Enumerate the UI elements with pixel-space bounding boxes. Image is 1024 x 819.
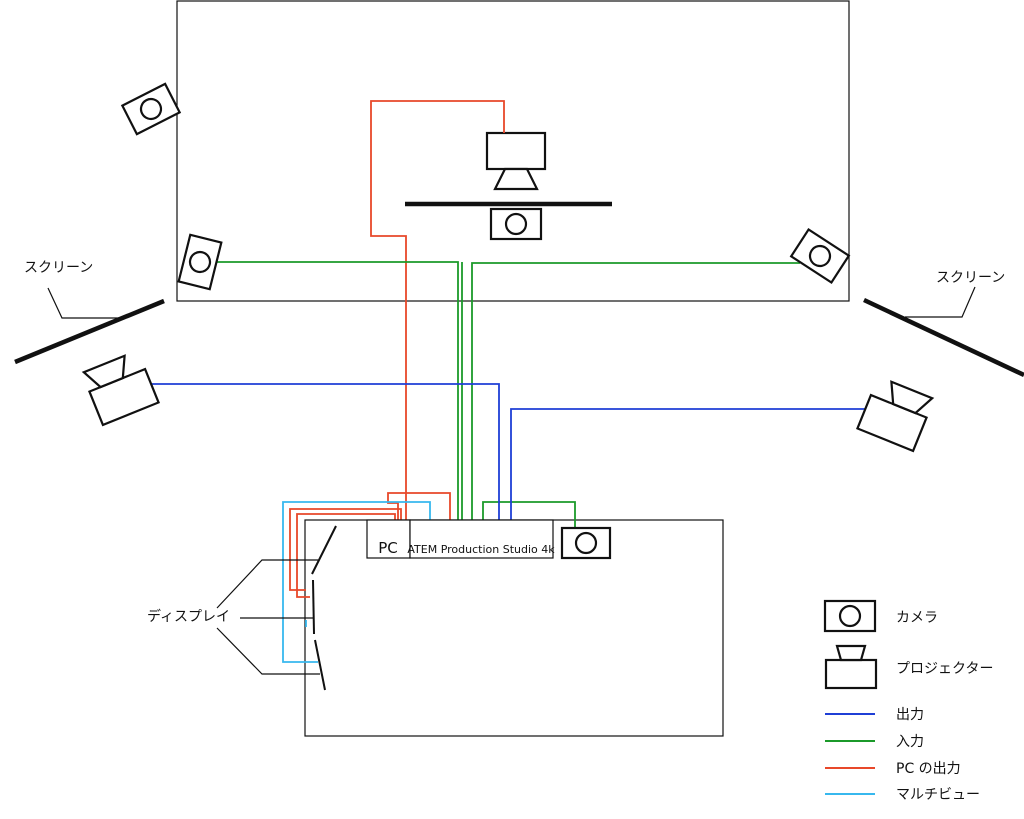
pc-to-switcher-cable	[387, 492, 451, 520]
screen-left-leader	[47, 287, 120, 319]
legend-pc-output-label: PC の出力	[896, 761, 961, 777]
camera-left-input-cable	[215, 261, 459, 520]
switcher-label: ATEM Production Studio 4k	[407, 543, 555, 556]
legend-camera-label: カメラ	[896, 610, 938, 626]
screen-left	[14, 298, 165, 365]
pc-to-stage-monitor-cable	[370, 100, 505, 520]
projector-left-output-cable	[150, 383, 500, 520]
pc-output-cables	[289, 100, 505, 598]
screen-left-label: スクリーン	[24, 260, 93, 276]
camera-icon	[489, 207, 543, 241]
pc-label: PC	[378, 539, 398, 557]
legend-camera-icon	[823, 599, 877, 633]
projector-icon	[81, 354, 160, 427]
legend-input-label: 入力	[896, 734, 924, 750]
display-2	[312, 579, 315, 635]
stage-monitor-icon	[485, 131, 547, 191]
camera-icon	[560, 526, 612, 560]
legend: カメラ プロジェクター 出力 入力 PC の出力 マルチビュー	[823, 599, 993, 803]
legend-projector-label: プロジェクター	[896, 661, 993, 677]
screen-right-label: スクリーン	[936, 270, 1005, 286]
camera-icon	[177, 233, 223, 291]
legend-multiview-label: マルチビュー	[896, 787, 980, 803]
camera-icon	[120, 82, 182, 136]
camera-local-input-cable	[482, 501, 576, 528]
display-leaders	[216, 559, 320, 675]
input-cables	[215, 261, 800, 528]
output-cables	[150, 383, 866, 520]
switcher-box	[409, 519, 554, 559]
display-label: ディスプレイ	[147, 608, 230, 625]
screen-right-leader	[905, 286, 976, 318]
legend-output-label: 出力	[896, 707, 924, 723]
screen-right	[863, 297, 1024, 378]
pc-box	[366, 519, 411, 559]
camera-icon	[789, 227, 851, 285]
projector-right-output-cable	[510, 408, 866, 520]
upper-room	[176, 0, 850, 302]
projector-icon	[856, 380, 935, 453]
legend-projector-icon	[824, 644, 878, 690]
display-3	[314, 639, 326, 691]
multiview-display-3-cable	[282, 501, 431, 663]
pc-to-display-1-cable	[289, 508, 402, 591]
pc-to-display-1b-cable	[296, 513, 396, 598]
camera-right-input-cable	[471, 262, 800, 520]
multiview-cables	[282, 501, 431, 663]
display-1	[311, 525, 337, 575]
